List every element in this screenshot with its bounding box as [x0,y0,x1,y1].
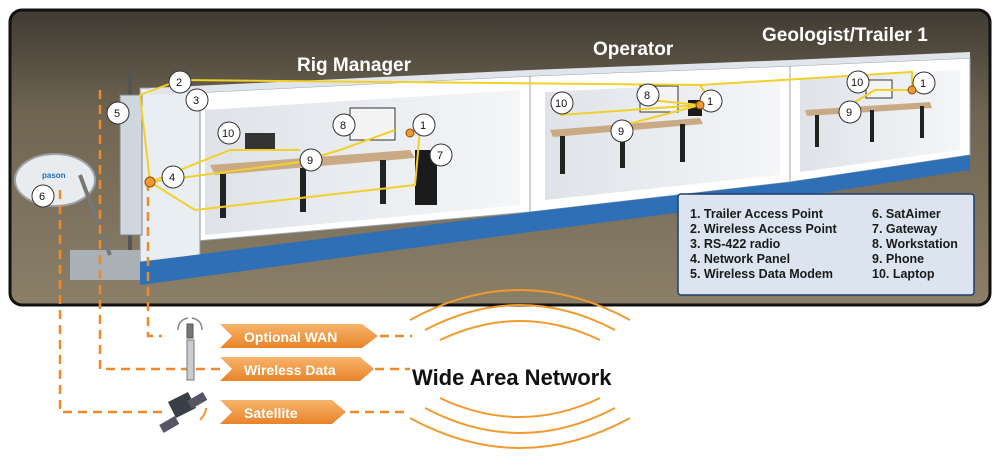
antenna-icon [186,339,195,381]
callout-4: 4 [161,165,185,189]
callout-number: 10 [222,128,234,140]
callout-8-rig: 8 [332,113,356,137]
connection-dots [144,85,917,188]
wireless-data-label: Wireless Data [244,362,336,378]
callout-10-geologist: 10 [846,70,870,94]
callout-number: 4 [169,172,175,184]
dish-logo: pason [42,171,66,180]
callout-10-operator: 10 [550,91,574,115]
satellite-link[interactable]: Satellite [220,400,346,424]
legend-item: 2. Wireless Access Point [690,222,838,236]
callout-number: 9 [846,107,852,119]
callout-number: 1 [707,96,713,108]
callout-10-rig: 10 [217,121,241,145]
satellite-label: Satellite [244,405,298,421]
callout-number: 9 [618,126,624,138]
legend-item: 1. Trailer Access Point [690,207,824,221]
trailer-title-rig-manager: Rig Manager [297,55,412,76]
callout-8-operator: 8 [636,83,660,107]
callout-1-rig: 1 [412,113,436,137]
callouts: 1 2 3 4 5 6 7 8 9 10 1 8 9 10 1 9 10 [31,70,936,208]
legend-item: 10. Laptop [872,267,935,281]
callout-number: 10 [555,98,567,110]
callout-6: 6 [31,184,55,208]
trailer-title-operator: Operator [593,39,674,60]
antenna-mast [119,70,143,260]
callout-number: 2 [176,77,182,89]
wide-area-network-label: Wide Area Network [412,365,612,390]
callout-1-operator: 1 [699,89,723,113]
callout-7: 7 [429,143,453,167]
cell-tower-icon [177,317,203,339]
legend-item: 3. RS-422 radio [690,237,781,251]
callout-number: 7 [437,150,443,162]
callout-5: 5 [106,101,130,125]
callout-1-geologist: 1 [912,71,936,95]
optional-wan-link[interactable]: Optional WAN [220,324,378,348]
callout-number: 6 [39,191,45,203]
optional-wan-label: Optional WAN [244,329,337,345]
wan-links [58,90,412,414]
callout-9-rig: 9 [299,148,323,172]
legend-item: 5. Wireless Data Modem [690,267,833,281]
legend: 1. Trailer Access Point 2. Wireless Acce… [677,193,975,296]
callout-2: 2 [168,70,192,94]
legend-item: 4. Network Panel [690,252,790,266]
callout-number: 8 [340,120,346,132]
callout-number: 1 [920,78,926,90]
legend-item: 9. Phone [872,252,924,266]
callout-number: 5 [114,108,120,120]
callout-number: 8 [644,90,650,102]
broadcast-arcs-icon [409,289,631,449]
callout-number: 10 [851,77,863,89]
legend-item: 7. Gateway [872,222,937,236]
legend-item: 6. SatAimer [872,207,941,221]
callout-3: 3 [185,88,209,112]
trailer-title-geologist: Geologist/Trailer 1 [762,25,928,46]
legend-item: 8. Workstation [872,237,958,251]
callout-number: 1 [420,120,426,132]
callout-9-geologist: 9 [838,100,862,124]
callout-9-operator: 9 [610,119,634,143]
satellite-icon [159,392,208,433]
callout-number: 9 [307,155,313,167]
callout-number: 3 [193,95,199,107]
wireless-data-link[interactable]: Wireless Data [220,357,374,381]
